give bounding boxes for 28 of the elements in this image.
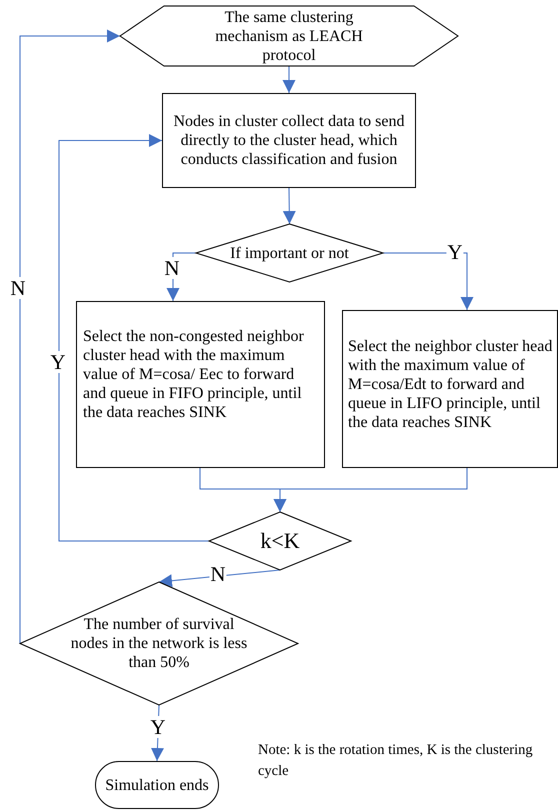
- preparation-hexagon: [120, 6, 458, 66]
- node-text: Select the neighbor cluster head with the maximum value of M=cosa/Edt to forward and queue in LIFO principle, until the data reaches SINK: [348, 336, 554, 432]
- arrow: [58, 134, 210, 542]
- process-box: [342, 310, 558, 468]
- arrow: [274, 468, 468, 512]
- note-text: Note: k is the rotation times, K is the clustering cycle: [258, 741, 534, 781]
- edge-label: N: [9, 277, 27, 299]
- node-text: Nodes in cluster collect data to send directly to the cluster head, which conducts classification and fusion: [172, 112, 406, 169]
- arrow: [166, 252, 196, 302]
- arrow: [282, 188, 296, 224]
- node-text: The number of survival nodes in the network is less than 50%: [70, 615, 248, 672]
- process-box: [76, 301, 325, 468]
- arrow: [382, 252, 474, 310]
- arrow: [282, 66, 296, 94]
- arrow: [20, 30, 120, 644]
- edge-label: Y: [149, 716, 167, 738]
- terminator-box: [95, 761, 219, 809]
- node-text: If important or not: [230, 244, 349, 262]
- decision-diamond: [196, 224, 383, 282]
- arrow: [158, 570, 280, 588]
- process-box: [162, 93, 416, 188]
- node-text: The same clustering mechanism as LEACH protocol: [214, 8, 364, 64]
- edge-label: Y: [49, 351, 67, 373]
- node-text: k<K: [260, 529, 300, 553]
- edge-label: N: [163, 257, 181, 279]
- decision-diamond: [20, 582, 298, 705]
- node-text: Simulation ends: [105, 776, 209, 794]
- node-text: Select the non-congested neighbor cluster head with the maximum value of M=cosa/ Eec to forward and queue in FIFO principle, until the data reaches SINK: [83, 327, 305, 422]
